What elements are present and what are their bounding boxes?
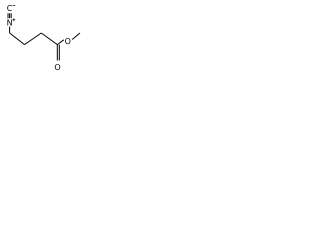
atom-n-label: N	[7, 19, 13, 28]
bond-o-ch3	[71, 32, 81, 40]
bond-c4-o	[57, 39, 65, 46]
atom-o-carbonyl-label: O	[54, 63, 60, 72]
molecule-structure: C N O O	[7, 4, 81, 72]
molecule-canvas: C N O O	[0, 0, 83, 83]
bond-c2-c3	[24, 32, 42, 46]
bond-c1-c2	[9, 32, 25, 45]
isocyanide-triple-bond	[7, 13, 12, 19]
bond-c3-c4	[41, 32, 58, 46]
atom-o-ester-label: O	[65, 37, 71, 46]
atom-c-label: C	[7, 4, 13, 13]
